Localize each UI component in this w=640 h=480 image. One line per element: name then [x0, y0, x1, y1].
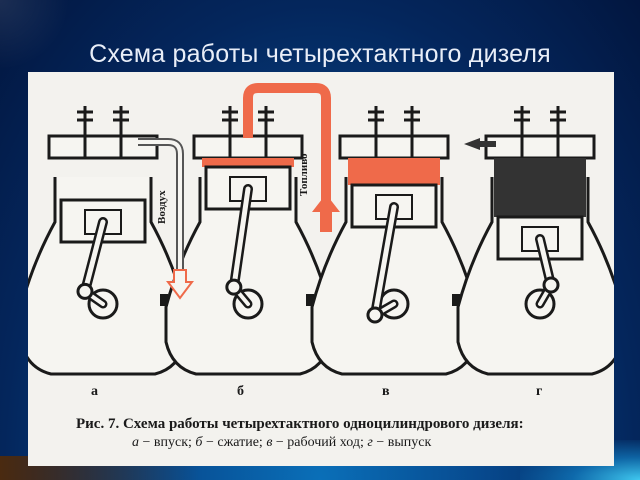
caption-text-a: − впуск; [139, 435, 196, 450]
stroke-label-v: в [382, 384, 390, 399]
fuel-label: Топливо [298, 153, 310, 196]
air-label: Воздух [156, 190, 168, 224]
engine-b-rod-inner [231, 186, 251, 290]
engine-g-chamber [494, 158, 586, 217]
engine-g-head [484, 134, 596, 160]
fuel-arrow [312, 194, 340, 232]
engine-g-crank-pin [542, 276, 560, 294]
engine-v-chamber [348, 158, 440, 185]
engine-a-rod-inner [82, 219, 106, 294]
stroke-label-a: а [91, 384, 98, 399]
engine-v-rod-inner [372, 204, 397, 318]
stroke-label-g: г [536, 384, 543, 399]
caption-text-v: − рабочий ход; [272, 435, 368, 450]
air-pipe-inner [138, 140, 182, 272]
engine-v-lug-left [306, 294, 314, 306]
engine-diagram [28, 83, 614, 376]
scanned-figure: Воздух Топливо а б в г Рис. 7. Схема раб… [28, 72, 614, 466]
air-arrow [166, 269, 194, 300]
engine-v-crank-pin [366, 306, 384, 324]
engine-a-crank-pin [76, 282, 94, 300]
exhaust-arrow [464, 138, 496, 150]
slide-background-glow [0, 0, 70, 70]
caption-letter-g: г [367, 435, 373, 450]
caption-letter-v: в [266, 435, 273, 450]
fuel-pipe [243, 83, 331, 202]
engine-b-head [192, 134, 304, 160]
engine-b-chamber [202, 158, 294, 167]
engine-a-head [47, 134, 159, 160]
caption-letter-a: а [132, 435, 139, 450]
engine-b-lug-left [160, 294, 168, 306]
caption-letter-b: б [195, 435, 203, 450]
stroke-label-b: б [237, 384, 244, 399]
engine-v-head [338, 134, 450, 160]
slide-title: Схема работы четырехтактного дизеля [89, 40, 551, 68]
caption-legend: а − впуск; б − сжатие; в − рабочий ход; … [76, 435, 596, 451]
engine-g-lug-left [452, 294, 460, 306]
figure-caption: Рис. 7. Схема работы четырехтактного одн… [76, 416, 596, 451]
caption-title: Рис. 7. Схема работы четырехтактного одн… [76, 416, 524, 432]
engine-b-crank-pin [225, 278, 243, 296]
caption-text-g: − выпуск [372, 435, 432, 450]
caption-text-b: − сжатие; [202, 435, 267, 450]
